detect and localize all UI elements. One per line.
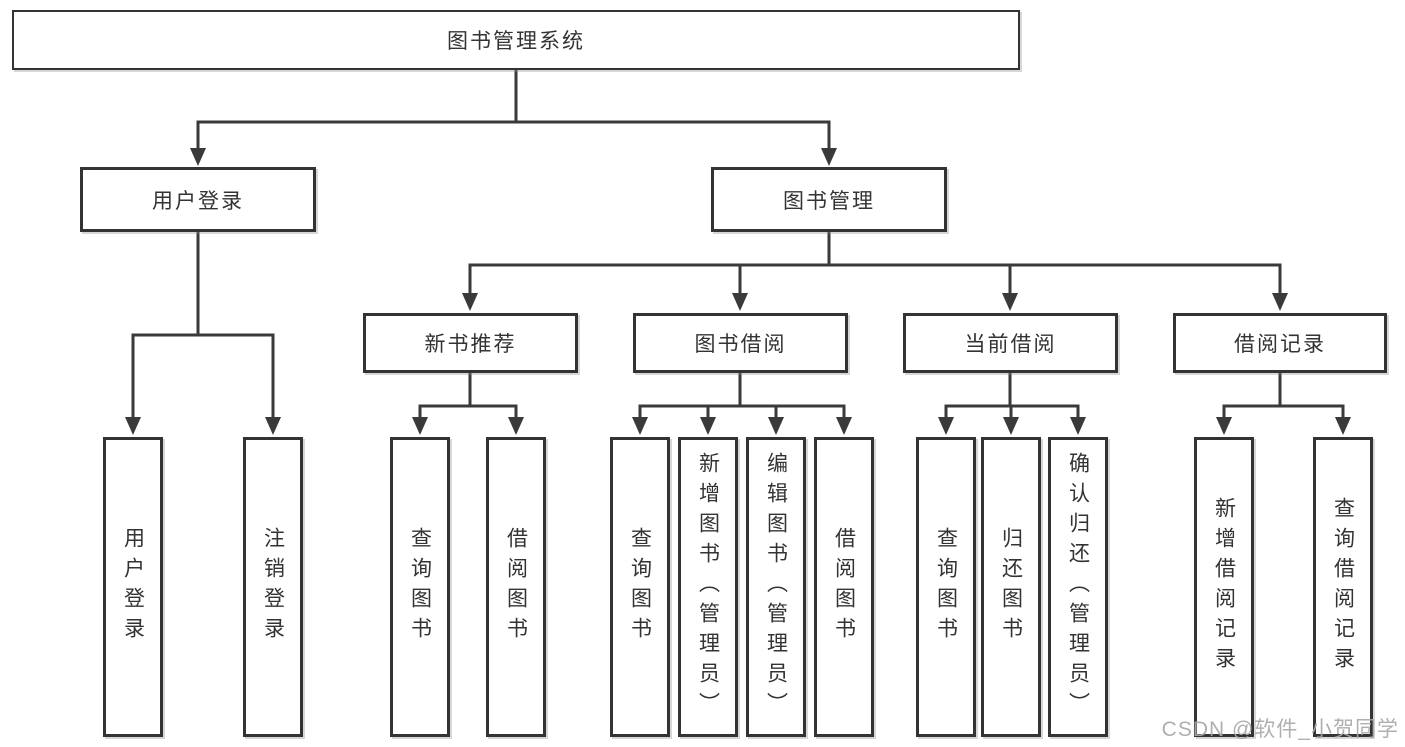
- node-label: 借阅图书: [832, 527, 856, 647]
- node-new-book-recommend: 新书推荐: [363, 313, 578, 373]
- node-label: 图书借阅: [694, 333, 787, 356]
- node-label: 用户登录: [121, 527, 145, 647]
- node-borrow-records: 借阅记录: [1173, 313, 1387, 373]
- node-label: 查询图书: [408, 527, 432, 647]
- node-label: 借阅记录: [1234, 333, 1326, 356]
- leaf-borrow-borrow-books: 借阅图书: [814, 437, 874, 737]
- node-label: 编辑图书（管理员）: [764, 452, 788, 722]
- node-label: 查询图书: [628, 527, 652, 647]
- leaf-records-add-record: 新增借阅记录: [1194, 437, 1254, 737]
- arrowhead-icons: [125, 148, 1351, 435]
- node-book-management: 图书管理: [711, 167, 947, 232]
- leaf-recommend-borrow-books: 借阅图书: [486, 437, 546, 737]
- node-label: 新增借阅记录: [1212, 497, 1236, 677]
- csdn-watermark: CSDN @软件_小贺同学: [1161, 718, 1399, 741]
- node-label: 确认归还（管理员）: [1066, 452, 1090, 722]
- node-label: 新增图书（管理员）: [696, 452, 720, 722]
- leaf-current-query-books: 查询图书: [916, 437, 976, 737]
- leaf-current-confirm-return-admin: 确认归还（管理员）: [1048, 437, 1108, 737]
- leaf-borrow-edit-books-admin: 编辑图书（管理员）: [746, 437, 806, 737]
- node-label: 新书推荐: [424, 333, 517, 356]
- node-label: 图书管理: [783, 189, 875, 213]
- leaf-user-login: 用户登录: [103, 437, 163, 737]
- leaf-logout: 注销登录: [243, 437, 303, 737]
- node-user-login: 用户登录: [80, 167, 316, 232]
- node-label: 归还图书: [999, 527, 1023, 647]
- leaf-records-query-record: 查询借阅记录: [1313, 437, 1373, 737]
- leaf-borrow-query-books: 查询图书: [610, 437, 670, 737]
- node-label: 查询借阅记录: [1331, 497, 1355, 677]
- node-label: 注销登录: [261, 527, 285, 647]
- node-book-borrow: 图书借阅: [633, 313, 848, 373]
- node-root-system: 图书管理系统: [12, 10, 1020, 70]
- node-label: 查询图书: [934, 527, 958, 647]
- node-label: 当前借阅: [964, 333, 1057, 356]
- leaf-current-return-books: 归还图书: [981, 437, 1041, 737]
- node-label: 用户登录: [152, 189, 244, 213]
- node-label: 借阅图书: [504, 527, 528, 647]
- leaf-recommend-query-books: 查询图书: [390, 437, 450, 737]
- node-current-borrow: 当前借阅: [903, 313, 1118, 373]
- leaf-borrow-add-books-admin: 新增图书（管理员）: [678, 437, 738, 737]
- node-label: 图书管理系统: [447, 30, 585, 53]
